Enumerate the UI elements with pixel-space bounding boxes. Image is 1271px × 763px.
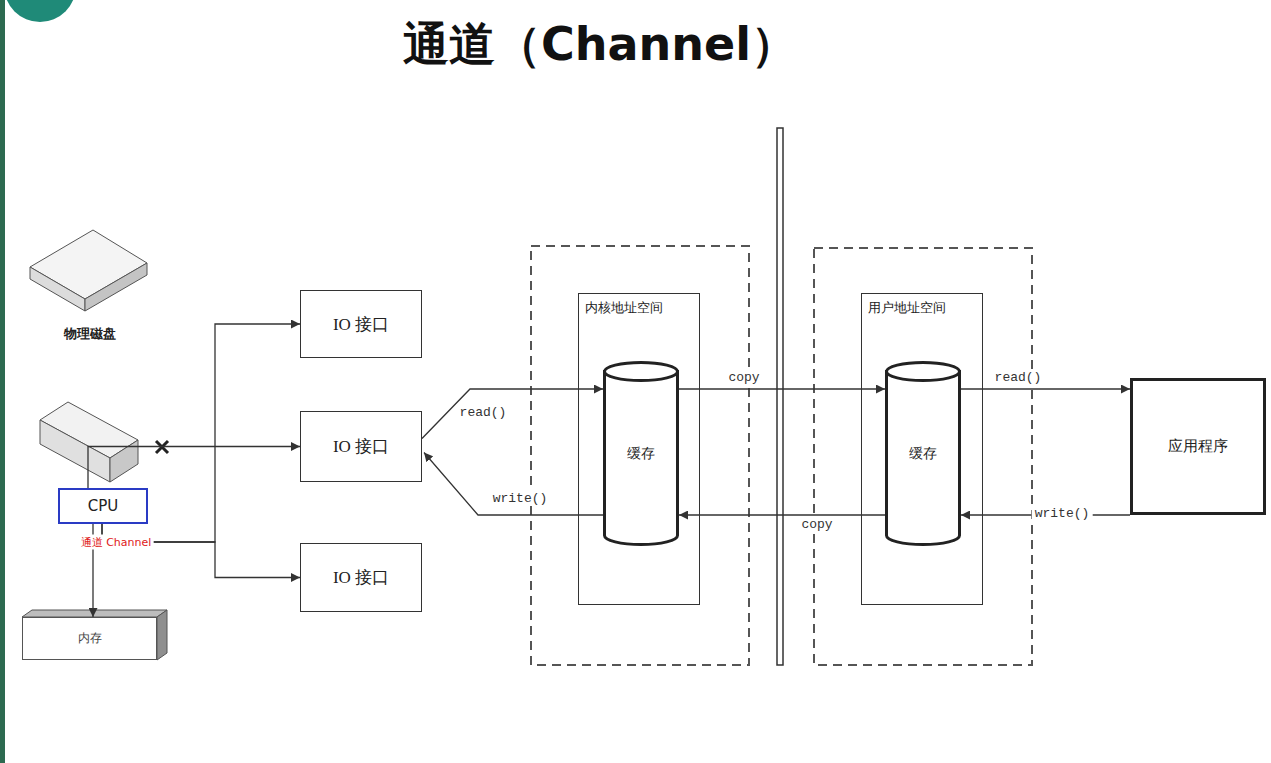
- node-text: 物理磁盘: [64, 325, 116, 343]
- cylinder-body: [887, 370, 960, 545]
- connector-arrow: [102, 524, 300, 578]
- node-text: IO 接口: [333, 566, 389, 589]
- logo-mark: [4, 0, 76, 22]
- cpu-illustration: [40, 402, 138, 482]
- connector-arrow: [679, 514, 885, 515]
- cache-cylinder: 缓存: [603, 361, 679, 546]
- channel-label: 通道 Channel: [79, 535, 154, 550]
- application-box: 应用程序: [1130, 378, 1266, 515]
- cpu-box: CPU: [58, 488, 148, 524]
- node-text: CPU: [88, 497, 119, 515]
- connector-arrow: [679, 388, 885, 389]
- disk-node: 物理磁盘: [25, 225, 155, 347]
- slide-title: 通道（Channel）: [0, 14, 1200, 76]
- kernel-region: [531, 246, 749, 665]
- node-text: 用户地址空间: [868, 299, 946, 317]
- node-text: IO 接口: [333, 435, 389, 458]
- edge-label: read(): [457, 405, 510, 420]
- separator-bar: [777, 128, 783, 665]
- memory-box: 内存: [22, 617, 157, 660]
- edge-label: copy: [725, 370, 762, 385]
- node-text: IO 接口: [333, 313, 389, 336]
- io-interface-box: IO 接口: [300, 290, 422, 358]
- cylinder-top: [605, 363, 678, 381]
- memory-slab: [22, 610, 167, 660]
- edge-label: copy: [798, 517, 835, 532]
- address-space-box: 内核地址空间缓存: [578, 293, 700, 605]
- connector-arrow: [88, 447, 300, 489]
- connector-arrow: [422, 389, 603, 439]
- edge-label: write(): [490, 491, 551, 506]
- node-text: 应用程序: [1168, 437, 1228, 456]
- cylinder-body: [605, 370, 678, 545]
- disk-illustration: [25, 225, 155, 315]
- frame-strip: [0, 0, 5, 763]
- io-interface-box: IO 接口: [300, 543, 422, 612]
- node-text: 缓存: [909, 445, 937, 463]
- io-interface-box: IO 接口: [300, 411, 422, 482]
- node-text: 缓存: [627, 445, 655, 463]
- cylinder-top: [887, 363, 960, 381]
- node-text: 内核地址空间: [585, 299, 663, 317]
- node-text: 内存: [78, 630, 102, 647]
- connector-arrow: [961, 388, 1130, 389]
- edge-label: write(): [1032, 506, 1093, 521]
- edge-label: read(): [992, 370, 1045, 385]
- user-region: [814, 248, 1032, 665]
- connector-arrow: [424, 453, 603, 516]
- cache-cylinder: 缓存: [885, 361, 961, 546]
- address-space-box: 用户地址空间缓存: [861, 293, 983, 605]
